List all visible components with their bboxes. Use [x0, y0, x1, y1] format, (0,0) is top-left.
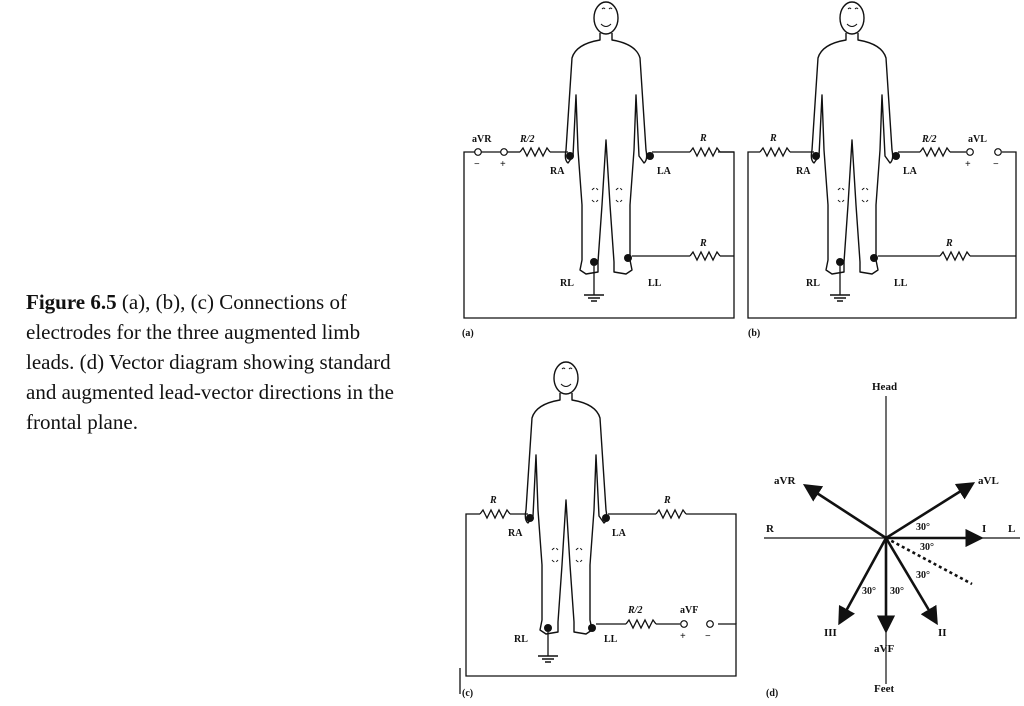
- axis-r-label: R: [766, 523, 775, 535]
- lead-label-avr: aVR: [472, 134, 492, 145]
- electrode-la-label: LA: [612, 528, 627, 539]
- electrode-rl-label: RL: [514, 634, 528, 645]
- dotted-reference-line: [885, 536, 973, 586]
- angle-label: 30°: [916, 522, 930, 533]
- circuit-frame-c: [465, 513, 737, 677]
- resistor-label-half: R/2: [921, 134, 936, 145]
- lead-ii-vector: [884, 537, 938, 626]
- electrode-rl-label: RL: [806, 278, 820, 289]
- resistor-label: R: [663, 495, 671, 506]
- body-outline: [564, 1, 648, 275]
- circuit-frame-a: [463, 151, 735, 319]
- angle-label: 30°: [890, 586, 904, 597]
- body-outline: [524, 361, 608, 635]
- resistor-label: R: [699, 133, 707, 144]
- electrode-ll-label: LL: [894, 278, 908, 289]
- electrode-ra-label: RA: [796, 166, 811, 177]
- plus-sign: +: [965, 159, 971, 170]
- caption-text: (a), (b), (c) Connections of electrodes …: [26, 290, 394, 434]
- panel-label-c: (c): [462, 688, 473, 699]
- figure-number: Figure 6.5: [26, 290, 117, 314]
- panel-d-vector-diagram: Head Feet R L I aVR aVL aVF II III 30° 3…: [764, 381, 1020, 699]
- electrode-ll-label: LL: [648, 278, 662, 289]
- avf-label: aVF: [874, 643, 894, 655]
- panel-a: aVR R/2 − + R R RA LA RL LL (a): [462, 1, 735, 339]
- resistor-label-half: R/2: [627, 605, 642, 616]
- electrode-la-label: LA: [903, 166, 918, 177]
- lead-i-label: I: [982, 523, 986, 535]
- figure-caption: Figure 6.5 (a), (b), (c) Connections of …: [26, 287, 406, 437]
- resistor-label-half: R/2: [519, 134, 534, 145]
- plus-sign: +: [680, 631, 686, 642]
- panel-c: R R R/2 aVF + − RA LA RL LL (c): [459, 361, 737, 699]
- avl-label: aVL: [978, 475, 999, 487]
- lead-label-avl: aVL: [968, 134, 987, 145]
- electrode-ra-label: RA: [550, 166, 565, 177]
- resistor-label: R: [699, 238, 707, 249]
- body-outline: [810, 1, 894, 275]
- panel-label-b: (b): [748, 328, 760, 339]
- minus-sign: −: [993, 159, 999, 170]
- panel-b: R R/2 aVL + − R RA LA RL LL (b): [747, 1, 1017, 339]
- panel-label-d: (d): [766, 688, 778, 699]
- lead-label-avf: aVF: [680, 605, 698, 616]
- electrode-la-label: LA: [657, 166, 672, 177]
- electrode-ll-label: LL: [604, 634, 618, 645]
- minus-sign: −: [705, 631, 711, 642]
- feet-label: Feet: [874, 683, 894, 695]
- minus-sign: −: [474, 159, 480, 170]
- axis-l-label: L: [1008, 523, 1015, 535]
- electrode-ra-label: RA: [508, 528, 523, 539]
- lead-ii-label: II: [938, 627, 947, 639]
- circuit-frame-b: [747, 151, 1017, 319]
- resistor-label: R: [489, 495, 497, 506]
- resistor-label: R: [769, 133, 777, 144]
- avr-vector: [802, 484, 887, 540]
- lead-iii-label: III: [824, 627, 837, 639]
- lead-iii-vector: [838, 537, 888, 626]
- angle-label: 30°: [920, 542, 934, 553]
- avl-vector: [885, 482, 976, 540]
- avr-label: aVR: [774, 475, 796, 487]
- angle-label: 30°: [916, 570, 930, 581]
- head-label: Head: [872, 381, 897, 393]
- resistor-label: R: [945, 238, 953, 249]
- plus-sign: +: [500, 159, 506, 170]
- electrode-rl-label: RL: [560, 278, 574, 289]
- panel-label-a: (a): [462, 328, 474, 339]
- angle-label: 30°: [862, 586, 876, 597]
